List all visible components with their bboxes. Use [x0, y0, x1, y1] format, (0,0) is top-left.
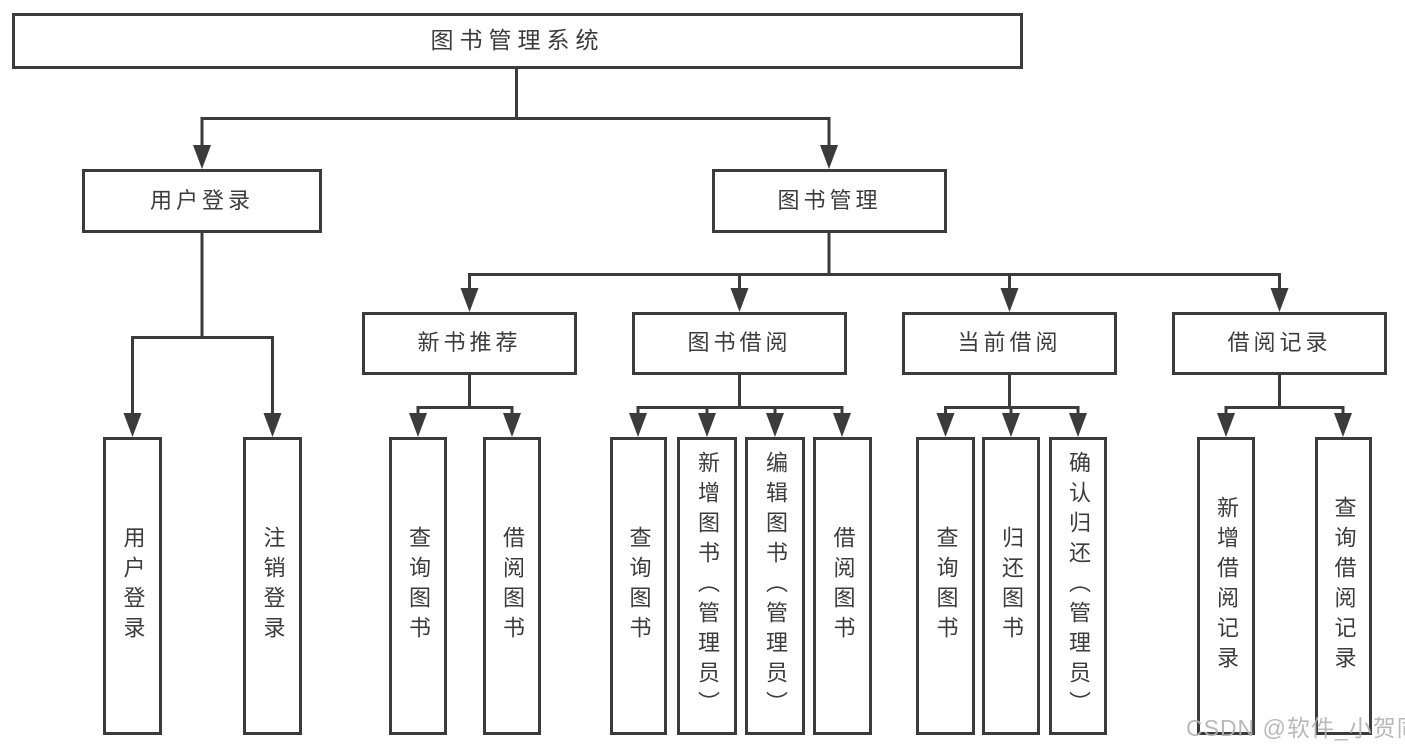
node-logout-action: 注销登录	[243, 437, 302, 735]
node-label: 借阅图书	[500, 526, 525, 646]
node-library-management-system: 图书管理系统	[12, 13, 1023, 69]
node-label: 归还图书	[999, 526, 1024, 646]
node-label: 新增借阅记录	[1214, 496, 1239, 676]
node-query-book-current: 查询图书	[916, 437, 975, 735]
node-label: 图书管理	[777, 187, 882, 213]
node-add-borrow-record: 新增借阅记录	[1197, 437, 1255, 735]
node-book-borrowing: 图书借阅	[632, 312, 847, 375]
connector-new-book-recommend-children	[409, 375, 521, 437]
node-borrow-book-action: 借阅图书	[813, 437, 872, 735]
connector-current-borrowing-children	[936, 375, 1087, 437]
node-query-borrow-record: 查询借阅记录	[1315, 437, 1372, 735]
node-borrow-book-recommend: 借阅图书	[483, 437, 541, 735]
node-label: 新增图书（管理员）	[695, 451, 720, 721]
node-add-book-admin: 新增图书（管理员）	[677, 437, 737, 735]
node-edit-book-admin: 编辑图书（管理员）	[745, 437, 805, 735]
node-user-login-action: 用户登录	[103, 437, 162, 735]
node-label: 编辑图书（管理员）	[763, 451, 788, 721]
node-current-borrowing: 当前借阅	[902, 312, 1117, 375]
node-confirm-return-admin: 确认归还（管理员）	[1049, 437, 1107, 735]
connector-book-management-children	[460, 232, 1289, 312]
node-label: 查询图书	[933, 526, 959, 646]
node-label: 用户登录	[120, 526, 146, 646]
node-book-management: 图书管理	[712, 169, 947, 233]
node-query-book-borrowing: 查询图书	[610, 437, 667, 735]
node-new-book-recommend: 新书推荐	[362, 312, 577, 375]
node-label: 图书借阅	[687, 330, 792, 356]
node-label: 查询借阅记录	[1331, 496, 1357, 676]
node-borrowing-records: 借阅记录	[1172, 312, 1387, 375]
connector-book-borrowing-children	[629, 375, 851, 437]
node-label: 用户登录	[149, 187, 254, 213]
node-query-book-recommend: 查询图书	[389, 437, 447, 735]
node-label: 借阅图书	[830, 526, 856, 646]
node-label: 确认归还（管理员）	[1066, 451, 1091, 721]
node-label: 借阅记录	[1227, 330, 1332, 356]
node-label: 当前借阅	[957, 330, 1062, 356]
connector-root-to-level2	[193, 69, 838, 169]
connector-user-login-children	[123, 233, 282, 437]
node-label: 注销登录	[260, 526, 286, 646]
node-label: 查询图书	[406, 526, 431, 646]
node-user-login: 用户登录	[82, 169, 322, 233]
node-return-book: 归还图书	[982, 437, 1040, 735]
node-label: 查询图书	[626, 526, 652, 646]
node-label: 图书管理系统	[430, 27, 605, 54]
node-label: 新书推荐	[417, 330, 522, 356]
csdn-watermark: CSDN @软件_小贺同学	[1186, 715, 1405, 741]
connector-borrowing-records-children	[1217, 375, 1352, 437]
